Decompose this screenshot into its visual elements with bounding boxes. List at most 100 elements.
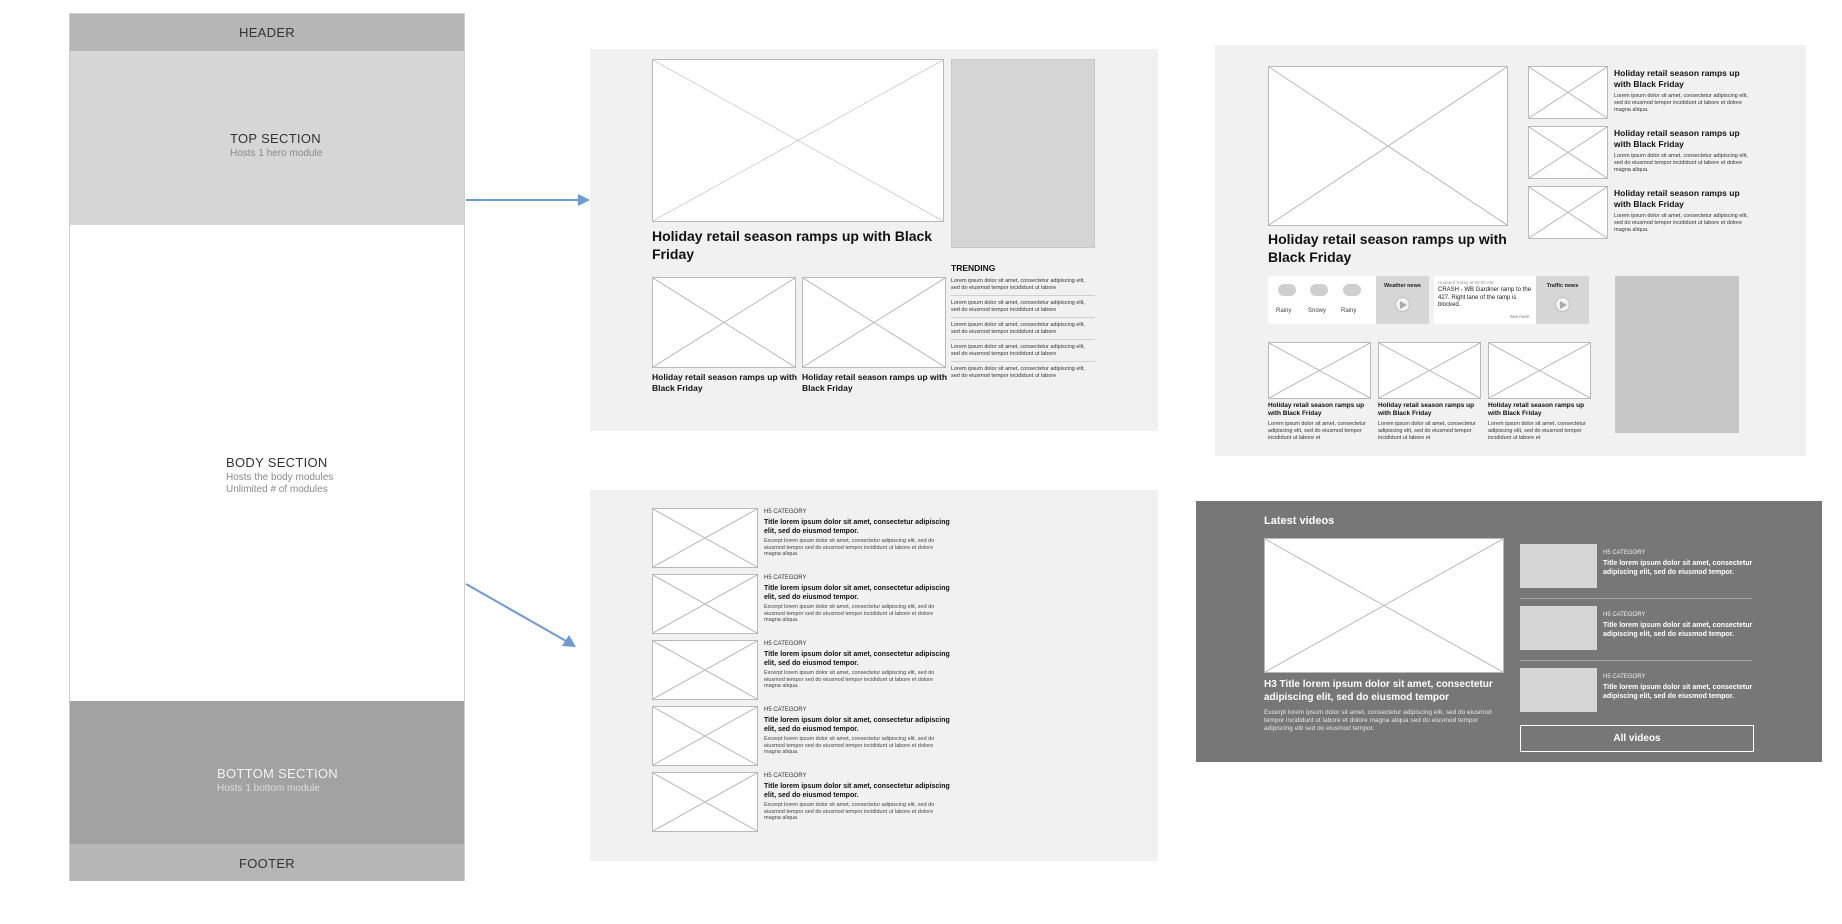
list-item-title[interactable]: Title lorem ipsum dolor sit amet, consec… xyxy=(764,651,950,667)
video-item-title[interactable]: Title lorem ipsum dolor sit amet, consec… xyxy=(1603,622,1753,638)
hero2-side-title-3[interactable]: Holiday retail season ramps up with Blac… xyxy=(1614,188,1740,209)
video-item-category: H5 CATEGORY xyxy=(1603,674,1646,680)
hero2-card-body-3: Lorem ipsum dolor sit amet, consectetur … xyxy=(1488,421,1586,441)
trending-item[interactable]: Lorem ipsum dolor sit amet, consectetur … xyxy=(951,322,1095,340)
trending-item[interactable]: Lorem ipsum dolor sit amet, consectetur … xyxy=(951,366,1085,379)
cloud-icon xyxy=(1343,284,1361,296)
top-section-subtitle: Hosts 1 hero module xyxy=(230,148,323,159)
list-item[interactable]: H5 CATEGORY Title lorem ipsum dolor sit … xyxy=(652,640,952,700)
image-placeholder-icon xyxy=(653,773,757,831)
hero2-card-body-1: Lorem ipsum dolor sit amet, consectetur … xyxy=(1268,421,1366,441)
hero2-card-body-2: Lorem ipsum dolor sit amet, consectetur … xyxy=(1378,421,1476,441)
body-section-subtitle-2: Unlimited # of modules xyxy=(226,484,328,495)
videos-main-image[interactable] xyxy=(1264,538,1504,673)
video-list-item[interactable]: H5 CATEGORY Title lorem ipsum dolor sit … xyxy=(1520,668,1752,718)
play-icon[interactable] xyxy=(1555,297,1570,312)
image-placeholder-icon xyxy=(1529,187,1607,238)
trending-label: TRENDING xyxy=(951,263,996,273)
hero1-headline[interactable]: Holiday retail season ramps up with Blac… xyxy=(652,228,933,262)
image-placeholder-icon xyxy=(1379,343,1480,398)
body-section-title: BODY SECTION xyxy=(226,455,328,470)
video-thumbnail xyxy=(1520,544,1597,588)
cloud-icon xyxy=(1278,284,1296,296)
weather-news-label: Weather news xyxy=(1384,283,1421,289)
traffic-widget[interactable]: Updated Today at 00:00 AM CRASH - WB Gar… xyxy=(1434,276,1589,324)
hero2-card-image-3 xyxy=(1488,342,1591,399)
hero1-card1-image xyxy=(652,277,796,368)
image-placeholder-icon xyxy=(1269,67,1507,225)
image-placeholder-icon xyxy=(1489,343,1590,398)
weather-day-1: Rainy xyxy=(1274,282,1302,320)
video-list-item[interactable]: H5 CATEGORY Title lorem ipsum dolor sit … xyxy=(1520,606,1752,661)
videos-main-excerpt: Excerpt lorem ipsum dolor sit amet, cons… xyxy=(1264,709,1492,732)
weather-news-box[interactable]: Weather news xyxy=(1376,276,1429,324)
traffic-news-label: Traffic news xyxy=(1546,283,1579,289)
image-placeholder-icon xyxy=(653,60,943,221)
arrow-to-body-module xyxy=(465,583,576,647)
list-item-excerpt: Excerpt lorem ipsum dolor sit amet, cons… xyxy=(764,670,935,689)
traffic-news-box[interactable]: Traffic news xyxy=(1536,276,1589,324)
list-item[interactable]: H5 CATEGORY Title lorem ipsum dolor sit … xyxy=(652,772,952,832)
traffic-updated: Updated Today at 00:00 AM xyxy=(1438,280,1494,285)
sitemap-footer-label: FOOTER xyxy=(239,856,295,871)
video-list-item[interactable]: H5 CATEGORY Title lorem ipsum dolor sit … xyxy=(1520,544,1752,599)
video-item-title[interactable]: Title lorem ipsum dolor sit amet, consec… xyxy=(1603,684,1753,700)
list-item-category: H5 CATEGORY xyxy=(764,509,807,515)
hero-module-2: Holiday retail season ramps up with Blac… xyxy=(1215,45,1806,456)
traffic-see-more[interactable]: See more xyxy=(1510,314,1530,319)
list-item-title[interactable]: Title lorem ipsum dolor sit amet, consec… xyxy=(764,519,950,535)
hero2-side-body-2: Lorem ipsum dolor sit amet, consectetur … xyxy=(1614,153,1748,173)
videos-heading: Latest videos xyxy=(1264,515,1335,527)
list-item[interactable]: H5 CATEGORY Title lorem ipsum dolor sit … xyxy=(652,508,952,568)
weather-day-label: Rainy xyxy=(1276,308,1292,314)
list-item-title[interactable]: Title lorem ipsum dolor sit amet, consec… xyxy=(764,585,950,601)
hero2-side-body-3: Lorem ipsum dolor sit amet, consectetur … xyxy=(1614,213,1748,233)
weather-day-2: Snowy xyxy=(1306,282,1334,320)
weather-day-3: Rainy xyxy=(1339,282,1367,320)
list-module: H5 CATEGORY Title lorem ipsum dolor sit … xyxy=(590,490,1158,861)
list-item-image xyxy=(652,772,758,832)
hero2-headline[interactable]: Holiday retail season ramps up with Blac… xyxy=(1268,231,1507,265)
hero2-card-title-1[interactable]: Holiday retail season ramps up with Blac… xyxy=(1268,402,1365,417)
list-item-title[interactable]: Title lorem ipsum dolor sit amet, consec… xyxy=(764,717,950,733)
hero2-card-image-1 xyxy=(1268,342,1371,399)
list-item-image xyxy=(652,706,758,766)
sitemap-header: HEADER xyxy=(70,14,464,51)
image-placeholder-icon xyxy=(653,575,757,633)
all-videos-button-label: All videos xyxy=(1613,733,1661,744)
list-item-image xyxy=(652,574,758,634)
sitemap-column: HEADER TOP SECTION Hosts 1 hero module B… xyxy=(69,13,465,881)
list-item-title[interactable]: Title lorem ipsum dolor sit amet, consec… xyxy=(764,783,950,799)
list-item-category: H5 CATEGORY xyxy=(764,575,807,581)
image-placeholder-icon xyxy=(653,278,795,367)
image-placeholder-icon xyxy=(653,641,757,699)
cloud-icon xyxy=(1310,284,1328,296)
videos-module: Latest videos H3 Title lorem ipsum dolor… xyxy=(1196,501,1822,762)
hero2-side-title-2[interactable]: Holiday retail season ramps up with Blac… xyxy=(1614,128,1740,149)
list-item-image xyxy=(652,508,758,568)
weather-day-label: Rainy xyxy=(1341,308,1357,314)
hero2-card-title-2[interactable]: Holiday retail season ramps up with Blac… xyxy=(1378,402,1475,417)
all-videos-button[interactable]: All videos xyxy=(1520,725,1754,752)
list-item[interactable]: H5 CATEGORY Title lorem ipsum dolor sit … xyxy=(652,574,952,634)
weather-widget[interactable]: Rainy Snowy Rainy Weather news xyxy=(1268,276,1429,324)
list-item-category: H5 CATEGORY xyxy=(764,641,807,647)
hero1-card2-title[interactable]: Holiday retail season ramps up with Blac… xyxy=(802,372,948,393)
list-item-excerpt: Excerpt lorem ipsum dolor sit amet, cons… xyxy=(764,604,935,623)
video-item-title[interactable]: Title lorem ipsum dolor sit amet, consec… xyxy=(1603,560,1753,576)
hero2-side-image-1 xyxy=(1528,66,1608,119)
videos-main-title[interactable]: H3 Title lorem ipsum dolor sit amet, con… xyxy=(1264,679,1493,703)
list-item[interactable]: H5 CATEGORY Title lorem ipsum dolor sit … xyxy=(652,706,952,766)
trending-item[interactable]: Lorem ipsum dolor sit amet, consectetur … xyxy=(951,344,1095,362)
trending-item[interactable]: Lorem ipsum dolor sit amet, consectetur … xyxy=(951,300,1095,318)
trending-item[interactable]: Lorem ipsum dolor sit amet, consectetur … xyxy=(951,278,1095,296)
sitemap-top-section: TOP SECTION Hosts 1 hero module xyxy=(70,51,464,225)
hero2-card-title-3[interactable]: Holiday retail season ramps up with Blac… xyxy=(1488,402,1585,417)
hero2-side-title-1[interactable]: Holiday retail season ramps up with Blac… xyxy=(1614,68,1740,89)
bottom-section-title: BOTTOM SECTION xyxy=(217,766,338,781)
hero1-card1-title[interactable]: Holiday retail season ramps up with Blac… xyxy=(652,372,798,393)
hero1-ad-slot xyxy=(951,59,1095,248)
play-icon[interactable] xyxy=(1395,297,1410,312)
traffic-text: CRASH - WB Gardiner ramp to the 427. Rig… xyxy=(1438,287,1532,308)
hero1-card2-image xyxy=(802,277,946,368)
